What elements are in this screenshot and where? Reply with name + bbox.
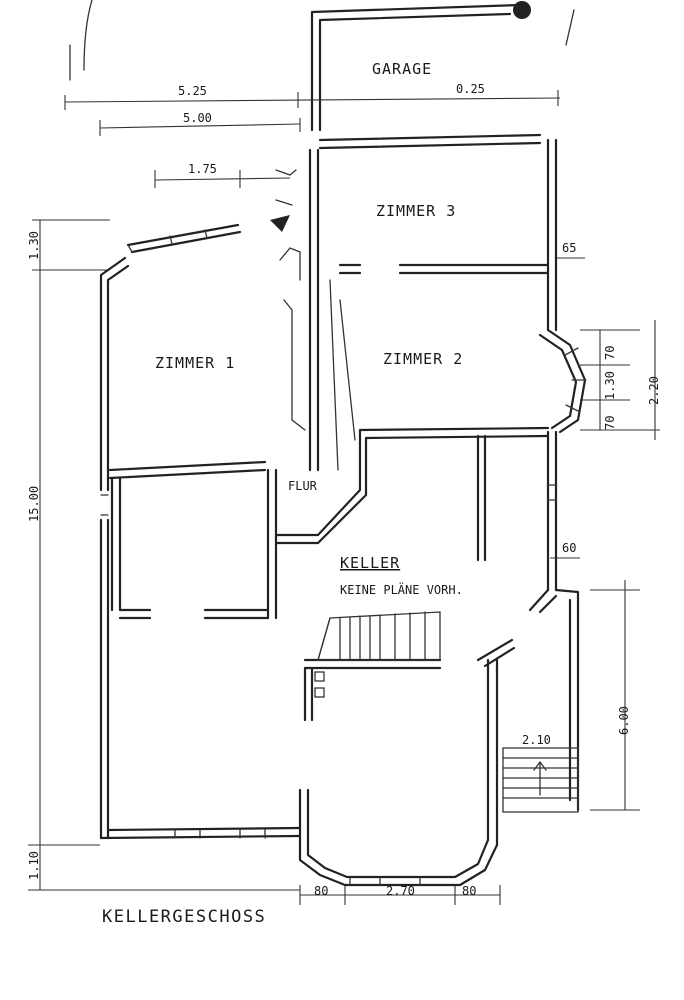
dim-right-60: 60	[562, 541, 576, 555]
small-boxes	[314, 671, 325, 698]
label-zimmer-2: ZIMMER 2	[383, 350, 463, 368]
dim-right-70b: 70	[603, 416, 617, 430]
dim-left-total: 15.00	[27, 486, 41, 522]
staircase-main	[317, 611, 441, 661]
left-dimensions	[28, 219, 300, 891]
punch-hole	[513, 1, 531, 19]
dim-top-left: 5.25	[178, 84, 207, 98]
dim-left-bottom: 1.10	[27, 851, 41, 880]
label-garage: GARAGE	[372, 60, 432, 78]
dim-top-small: 1.75	[188, 162, 217, 176]
dim-top-right: 0.25	[456, 82, 485, 96]
garage-outline	[310, 3, 522, 132]
dim-right-70a: 70	[603, 346, 617, 360]
bottom-dimensions	[299, 885, 501, 905]
windows	[100, 229, 587, 886]
dim-top-inner: 5.00	[183, 111, 212, 125]
label-keller-note: KEINE PLÄNE VORH.	[340, 582, 463, 597]
dim-bottom-80b: 80	[462, 884, 476, 898]
dim-left-top: 1.30	[27, 231, 41, 260]
label-flur: FLUR	[288, 479, 318, 493]
right-dimensions	[550, 257, 660, 811]
label-zimmer-3: ZIMMER 3	[376, 202, 456, 220]
interior-walls	[108, 148, 550, 838]
dim-right-600: 6.00	[617, 706, 631, 735]
outer-walls	[99, 133, 587, 887]
dim-right-130: 1.30	[603, 371, 617, 400]
dim-bottom-270: 2.70	[386, 884, 415, 898]
flur-sketch	[270, 169, 356, 471]
dim-right-220: 2.20	[647, 376, 661, 405]
staircase-exterior	[502, 747, 579, 813]
dim-stairs-210: 2.10	[522, 733, 551, 747]
top-dimensions	[64, 90, 561, 188]
label-keller: KELLER	[340, 554, 400, 572]
dim-bottom-80a: 80	[314, 884, 328, 898]
dim-right-65: 65	[562, 241, 576, 255]
label-zimmer-1: ZIMMER 1	[155, 354, 235, 372]
floor-title: KELLERGESCHOSS	[102, 907, 266, 927]
